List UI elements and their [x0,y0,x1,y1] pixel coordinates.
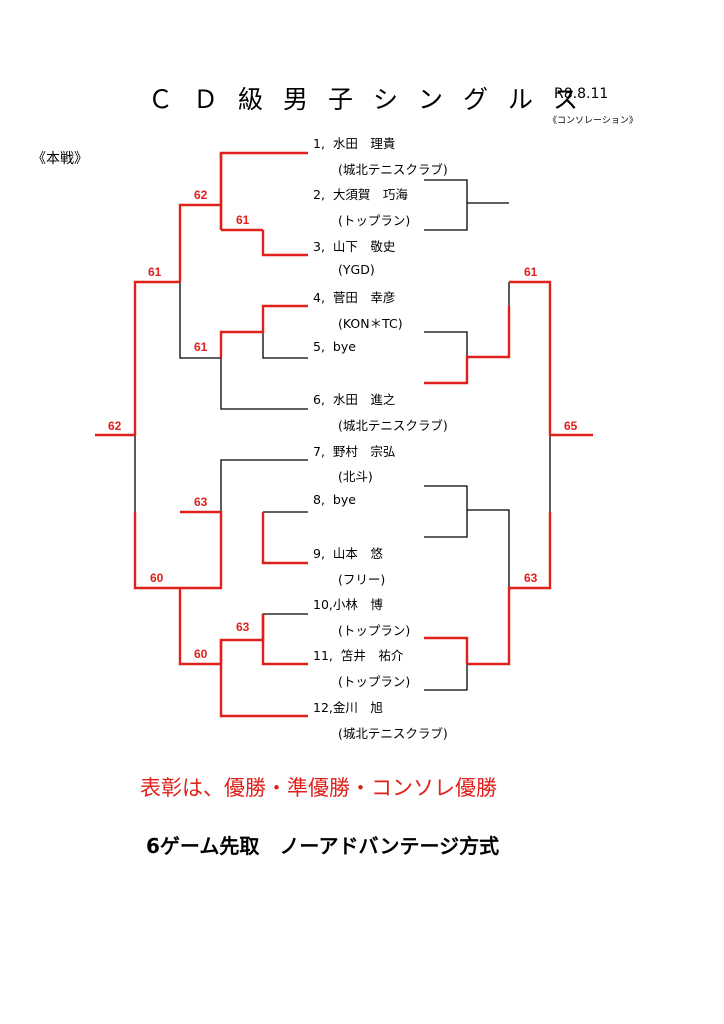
player-12: 12,金川 旭 [313,700,383,715]
player-2-affiliation: (トップラン) [338,213,411,228]
main-draw-label: 《本戦》 [32,151,88,167]
consolation-score-top-semi: 61 [524,265,538,279]
player-6-affiliation: (城北テニスクラブ) [338,418,448,433]
score-m7v9: 63 [194,495,208,509]
player-12-affiliation: (城北テニスクラブ) [338,726,448,741]
player-1-affiliation: (城北テニスクラブ) [338,162,448,177]
consolation-score-final: 65 [564,419,578,433]
player-9-affiliation: (フリー) [338,572,386,587]
score-top-semi: 61 [148,265,162,279]
score-m2v3: 61 [236,213,250,227]
player-10-affiliation: (トップラン) [338,623,411,638]
player-1: 1, 水田 理貴 [313,136,396,151]
score-final: 62 [108,419,122,433]
score-m10v11: 63 [236,620,250,634]
player-4-affiliation: (KON＊TC) [338,316,403,331]
player-2: 2, 大須賀 巧海 [313,187,408,202]
player-11: 11, 笘井 祐介 [313,648,404,663]
player-4: 4, 菅田 幸彦 [313,290,396,305]
score-m1011v12: 60 [194,647,208,661]
bracket-lines-red [95,151,593,718]
rule-note: 6ゲーム先取 ノーアドバンテージ方式 [146,834,500,858]
player-7-affiliation: (北斗) [338,469,373,484]
player-10: 10,小林 博 [313,597,383,612]
consolation-note: 《コンソレーション》 [548,116,638,126]
page-title: ＣＤ級男子シングルス [148,85,599,114]
player-9: 9, 山本 悠 [313,546,383,561]
score-m1v23: 62 [194,188,208,202]
consolation-score-bottom-semi: 63 [524,571,538,585]
score-bottom-semi: 60 [150,571,164,585]
player-6: 6, 水田 進之 [313,392,396,407]
player-3-affiliation: (YGD) [338,262,375,277]
event-date: R8.8.11 [554,86,609,102]
award-note: 表彰は、優勝・準優勝・コンソレ優勝 [140,776,497,800]
score-m4v6: 61 [194,340,208,354]
player-8: 8, bye [313,492,356,507]
player-7: 7, 野村 宗弘 [313,444,396,459]
player-3: 3, 山下 敬史 [313,239,396,254]
player-5: 5, bye [313,339,356,354]
player-11-affiliation: (トップラン) [338,674,411,689]
